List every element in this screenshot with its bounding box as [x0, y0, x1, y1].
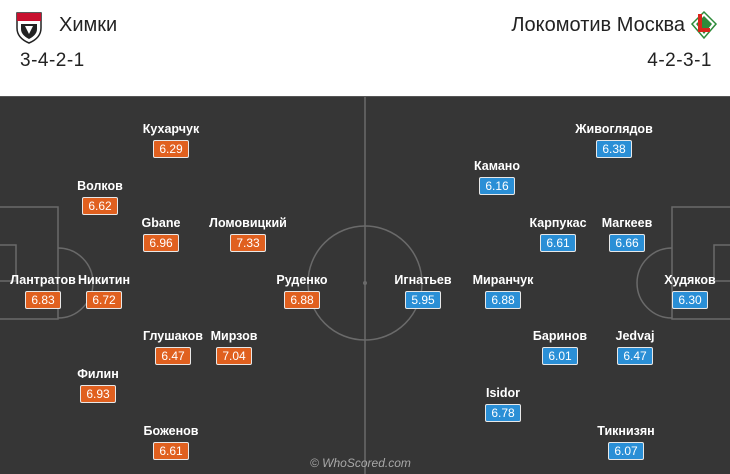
player-name: Тикнизян — [597, 424, 655, 438]
player-name: Кухарчук — [142, 122, 200, 136]
home-player-mirzov[interactable]: Мирзов 7.04 — [179, 329, 289, 365]
home-player-rudenko[interactable]: Руденко 6.88 — [247, 273, 357, 309]
player-name: Камано — [474, 159, 520, 173]
player-name: Лантратов — [10, 273, 76, 287]
pitch: Лантратов 6.83 Никитин 6.72 Волков 6.62 … — [0, 96, 730, 474]
player-name: Волков — [77, 179, 123, 193]
player-name: Ломовицкий — [209, 216, 287, 230]
home-player-lomovitsky[interactable]: Ломовицкий 7.33 — [193, 216, 303, 252]
home-player-kukharchuk[interactable]: Кухарчук 6.29 — [116, 122, 226, 158]
player-name: Магкеев — [601, 216, 653, 230]
player-rating: 6.29 — [153, 140, 189, 158]
player-rating: 6.47 — [155, 347, 191, 365]
player-rating: 6.30 — [672, 291, 708, 309]
player-rating: 6.38 — [596, 140, 632, 158]
player-rating: 6.61 — [540, 234, 576, 252]
away-player-tiknizyan[interactable]: Тикнизян 6.07 — [571, 424, 681, 460]
pitch-markings — [0, 97, 730, 474]
away-player-khudyakov[interactable]: Худяков 6.30 — [635, 273, 730, 309]
home-player-volkov[interactable]: Волков 6.62 — [45, 179, 155, 215]
home-player-lantratov[interactable]: Лантратов 6.83 — [0, 273, 98, 309]
player-rating: 6.93 — [80, 385, 116, 403]
lineup-header: Химки 3-4-2-1 Локомотив Москва 4-2-3-1 — [0, 0, 730, 96]
player-rating: 6.72 — [86, 291, 122, 309]
player-rating: 6.78 — [485, 404, 521, 422]
home-formation: 3-4-2-1 — [20, 50, 85, 71]
player-name: Худяков — [664, 273, 716, 287]
player-rating: 6.66 — [609, 234, 645, 252]
home-player-nikitin[interactable]: Никитин 6.72 — [49, 273, 159, 309]
away-player-magkeev[interactable]: Магкеев 6.66 — [572, 216, 682, 252]
player-rating: 6.01 — [542, 347, 578, 365]
home-player-filin[interactable]: Филин 6.93 — [43, 367, 153, 403]
player-rating: 7.04 — [216, 347, 252, 365]
lokomotiv-crest-icon — [690, 10, 718, 40]
player-rating: 6.88 — [485, 291, 521, 309]
home-team-name[interactable]: Химки — [59, 14, 118, 36]
player-name: Боженов — [143, 424, 199, 438]
player-name: Gbane — [141, 216, 181, 230]
player-name: Никитин — [77, 273, 130, 287]
player-name: Jedvaj — [615, 329, 655, 343]
away-player-ignatyev[interactable]: Игнатьев 5.95 — [368, 273, 478, 309]
player-name: Баринов — [532, 329, 588, 343]
player-name: Живоглядов — [575, 122, 653, 136]
player-name: Филин — [77, 367, 119, 381]
away-player-kamano[interactable]: Камано 6.16 — [442, 159, 552, 195]
away-player-isidor[interactable]: Isidor 6.78 — [448, 386, 558, 422]
player-name: Миранчук — [472, 273, 534, 287]
khimki-crest-icon — [16, 12, 42, 44]
away-player-miranchuk[interactable]: Миранчук 6.88 — [448, 273, 558, 309]
player-rating: 5.95 — [405, 291, 441, 309]
player-rating: 7.33 — [230, 234, 266, 252]
player-rating: 6.83 — [25, 291, 61, 309]
away-player-karpukas[interactable]: Карпукас 6.61 — [503, 216, 613, 252]
player-name: Руденко — [276, 273, 328, 287]
whoscored-watermark: © WhoScored.com — [310, 456, 411, 470]
player-rating: 6.07 — [608, 442, 644, 460]
player-rating: 6.62 — [82, 197, 118, 215]
home-player-gbane[interactable]: Gbane 6.96 — [106, 216, 216, 252]
away-team-name[interactable]: Локомотив Москва — [511, 14, 685, 36]
player-rating: 6.88 — [284, 291, 320, 309]
player-name: Глушаков — [143, 329, 203, 343]
player-rating: 6.16 — [479, 177, 515, 195]
player-rating: 6.96 — [143, 234, 179, 252]
home-player-bozhenov[interactable]: Боженов 6.61 — [116, 424, 226, 460]
away-formation: 4-2-3-1 — [647, 50, 712, 71]
player-name: Карпукас — [529, 216, 587, 230]
home-player-glushakov[interactable]: Глушаков 6.47 — [118, 329, 228, 365]
away-player-zhivoglyadov[interactable]: Живоглядов 6.38 — [559, 122, 669, 158]
player-name: Isidor — [485, 386, 521, 400]
away-player-barinov[interactable]: Баринов 6.01 — [505, 329, 615, 365]
player-rating: 6.47 — [617, 347, 653, 365]
player-name: Мирзов — [210, 329, 258, 343]
player-name: Игнатьев — [394, 273, 452, 287]
away-player-jedvaj[interactable]: Jedvaj 6.47 — [580, 329, 690, 365]
player-rating: 6.61 — [153, 442, 189, 460]
